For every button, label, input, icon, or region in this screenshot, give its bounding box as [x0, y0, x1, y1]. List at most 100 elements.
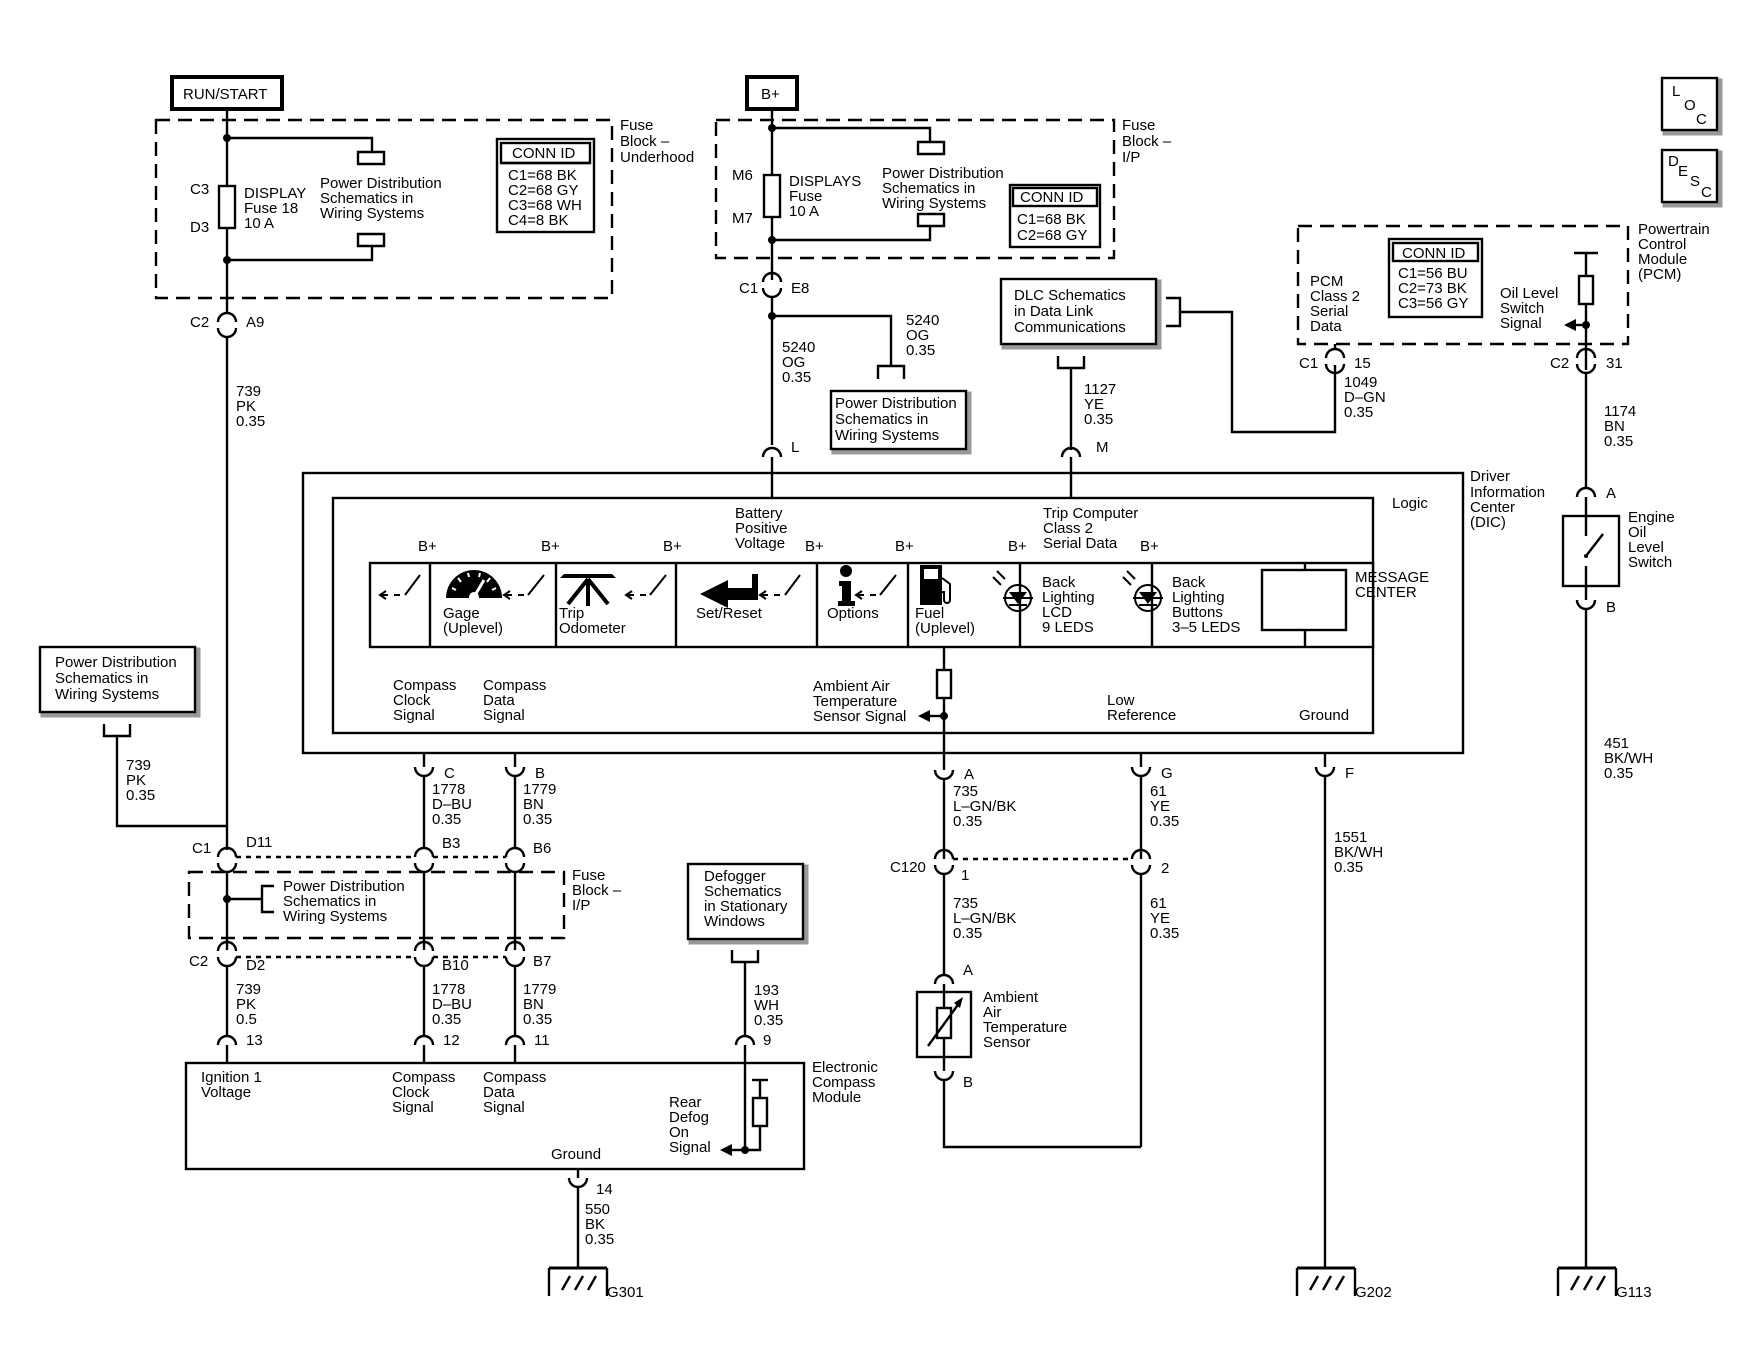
- w5240-main-1: 5240: [782, 339, 815, 356]
- loc-letter-c: C: [1696, 111, 1707, 128]
- w735-top-1: 735: [953, 783, 978, 800]
- pd-lower-1: Power Distribution: [283, 878, 405, 895]
- btn-set-reset[interactable]: Set/Reset: [696, 605, 763, 622]
- desc-letter-e: E: [1678, 163, 1688, 180]
- btn-gage-2[interactable]: (Uplevel): [443, 620, 503, 637]
- btn-options[interactable]: Options: [827, 605, 879, 622]
- desc-tab[interactable]: D E S C: [1660, 148, 1723, 208]
- dlc-ref[interactable]: DLC Schematics in Data Link Communicatio…: [999, 277, 1337, 450]
- w1779-bot-3: 0.35: [523, 1011, 552, 1028]
- conn-c2: C2: [190, 314, 209, 331]
- loc-tab[interactable]: L O C: [1660, 76, 1723, 136]
- back-buttons-2: Lighting: [1172, 589, 1225, 606]
- conn-id-uh-4: C4=8 BK: [508, 212, 568, 229]
- conn-dic-m: M: [1096, 439, 1109, 456]
- w1551-2: BK/WH: [1334, 844, 1383, 861]
- sensor-label-2: Air: [983, 1004, 1001, 1021]
- w1779-bot-2: BN: [523, 996, 544, 1013]
- btn-fuel-1[interactable]: Fuel: [915, 605, 944, 622]
- fuse-ip-name-2: Fuse: [789, 188, 822, 205]
- trip-computer-3: Serial Data: [1043, 535, 1118, 552]
- btn-gage-1[interactable]: Gage: [443, 605, 480, 622]
- conn-pcm-c1: C1: [1299, 355, 1318, 372]
- trip-computer-2: Class 2: [1043, 520, 1093, 537]
- pcm-label-1: Powertrain: [1638, 221, 1710, 238]
- ecm-data-1: Compass: [483, 1069, 546, 1086]
- w739-bot-3: 0.5: [236, 1011, 257, 1028]
- battery-2: Positive: [735, 520, 788, 537]
- conn-sensor-a: A: [963, 962, 973, 979]
- set-reset-icon: [700, 574, 758, 608]
- btn-trip-2[interactable]: Odometer: [559, 620, 626, 637]
- desc-letter-c: C: [1701, 184, 1712, 201]
- w1174-1: 1174: [1604, 403, 1636, 420]
- ecm-ignition-1: Ignition 1: [201, 1069, 262, 1086]
- w735-bot-1: 735: [953, 895, 978, 912]
- lower-fuse-label-1: Fuse: [572, 867, 605, 884]
- dic-compass-clock-1: Compass: [393, 677, 456, 694]
- w739-bot-2: PK: [236, 996, 256, 1013]
- btn-trip-1[interactable]: Trip: [559, 605, 584, 622]
- w61-top-1: 61: [1150, 783, 1167, 800]
- conn-c120-2: 2: [1161, 860, 1169, 877]
- conn-sensor-b: B: [963, 1074, 973, 1091]
- w61-bot-3: 0.35: [1150, 925, 1179, 942]
- conn-b7: B7: [533, 953, 551, 970]
- conn-dic-f: F: [1345, 765, 1354, 782]
- ecm-label-1: Electronic: [812, 1059, 878, 1076]
- fuse-block-underhood: Fuse Block – Underhood C3 D3 DISPLAY Fus…: [154, 109, 694, 300]
- conn-dic-g: G: [1161, 765, 1173, 782]
- conn-dic-l: L: [791, 439, 799, 456]
- options-info-icon: [838, 565, 855, 606]
- pcm-oil-2: Switch: [1500, 300, 1544, 317]
- gauge-icon: [446, 570, 502, 602]
- fuse-pin-c3: C3: [190, 181, 209, 198]
- fuse-uh-ref-3: Wiring Systems: [320, 205, 424, 222]
- back-lcd-2: Lighting: [1042, 589, 1095, 606]
- engine-oil-level-switch: A B Engine Oil Level Switch 451 BK/WH 0.…: [1561, 485, 1675, 1268]
- w739-left-1: 739: [126, 757, 151, 774]
- conn-eng-a: A: [1606, 485, 1616, 502]
- loc-letter-o: O: [1684, 97, 1696, 114]
- pd-ref-left[interactable]: Power Distribution Schematics in Wiring …: [38, 645, 227, 828]
- w61-bot-2: YE: [1150, 910, 1170, 927]
- conn-ecm-14: 14: [596, 1181, 613, 1198]
- conn-id-title-uh: CONN ID: [512, 145, 576, 162]
- pd-ref-mid[interactable]: Power Distribution Schematics in Wiring …: [772, 314, 972, 455]
- w1778-top-2: D–BU: [432, 796, 472, 813]
- switch-panel: [368, 561, 1375, 649]
- desc-letter-d: D: [1668, 153, 1679, 170]
- ecm-ignition-2: Voltage: [201, 1084, 251, 1101]
- btn-fuel-2[interactable]: (Uplevel): [915, 620, 975, 637]
- sensor-label-3: Temperature: [983, 1019, 1067, 1036]
- dic-label-3: Center: [1470, 499, 1515, 516]
- lower-fuse-label-2: Block –: [572, 882, 622, 899]
- pcm-oil-1: Oil Level: [1500, 285, 1558, 302]
- fuse-ip-pin-m6: M6: [732, 167, 753, 184]
- dic-ambient-1: Ambient Air: [813, 678, 890, 695]
- pd-left-2: Schematics in: [55, 670, 148, 687]
- back-lcd-4: 9 LEDS: [1042, 619, 1094, 636]
- dlc-ref-3: Communications: [1014, 319, 1126, 336]
- w1049-3: 0.35: [1344, 404, 1373, 421]
- message-center-box: [1260, 568, 1348, 632]
- fuse-block-underhood-label-1: Fuse: [620, 117, 653, 134]
- ground-g202: G202: [1295, 1266, 1392, 1301]
- conn-c1-lower: C1: [192, 840, 211, 857]
- fuse-block-ip-label-2: Block –: [1122, 133, 1172, 150]
- loc-letter-l: L: [1672, 83, 1680, 100]
- back-buttons-3: Buttons: [1172, 604, 1223, 621]
- conn-id-pcm-1: C1=56 BU: [1398, 265, 1468, 282]
- pd-mid-3: Wiring Systems: [835, 427, 939, 444]
- dic-low-ref-1: Low: [1107, 692, 1135, 709]
- defogger-ref[interactable]: Defogger Schematics in Stationary Window…: [686, 862, 809, 1036]
- back-lcd-3: LCD: [1042, 604, 1072, 621]
- w5240-branch-1: 5240: [906, 312, 939, 329]
- eng-switch-1: Engine: [1628, 509, 1675, 526]
- conn-id-uh-1: C1=68 BK: [508, 167, 577, 184]
- led-buttons-icon: [1122, 570, 1163, 612]
- dlc-ref-2: in Data Link: [1014, 303, 1094, 320]
- conn-e8: E8: [791, 280, 809, 297]
- dic-compass-data-1: Compass: [483, 677, 546, 694]
- fuse-uh-ref-1: Power Distribution: [320, 175, 442, 192]
